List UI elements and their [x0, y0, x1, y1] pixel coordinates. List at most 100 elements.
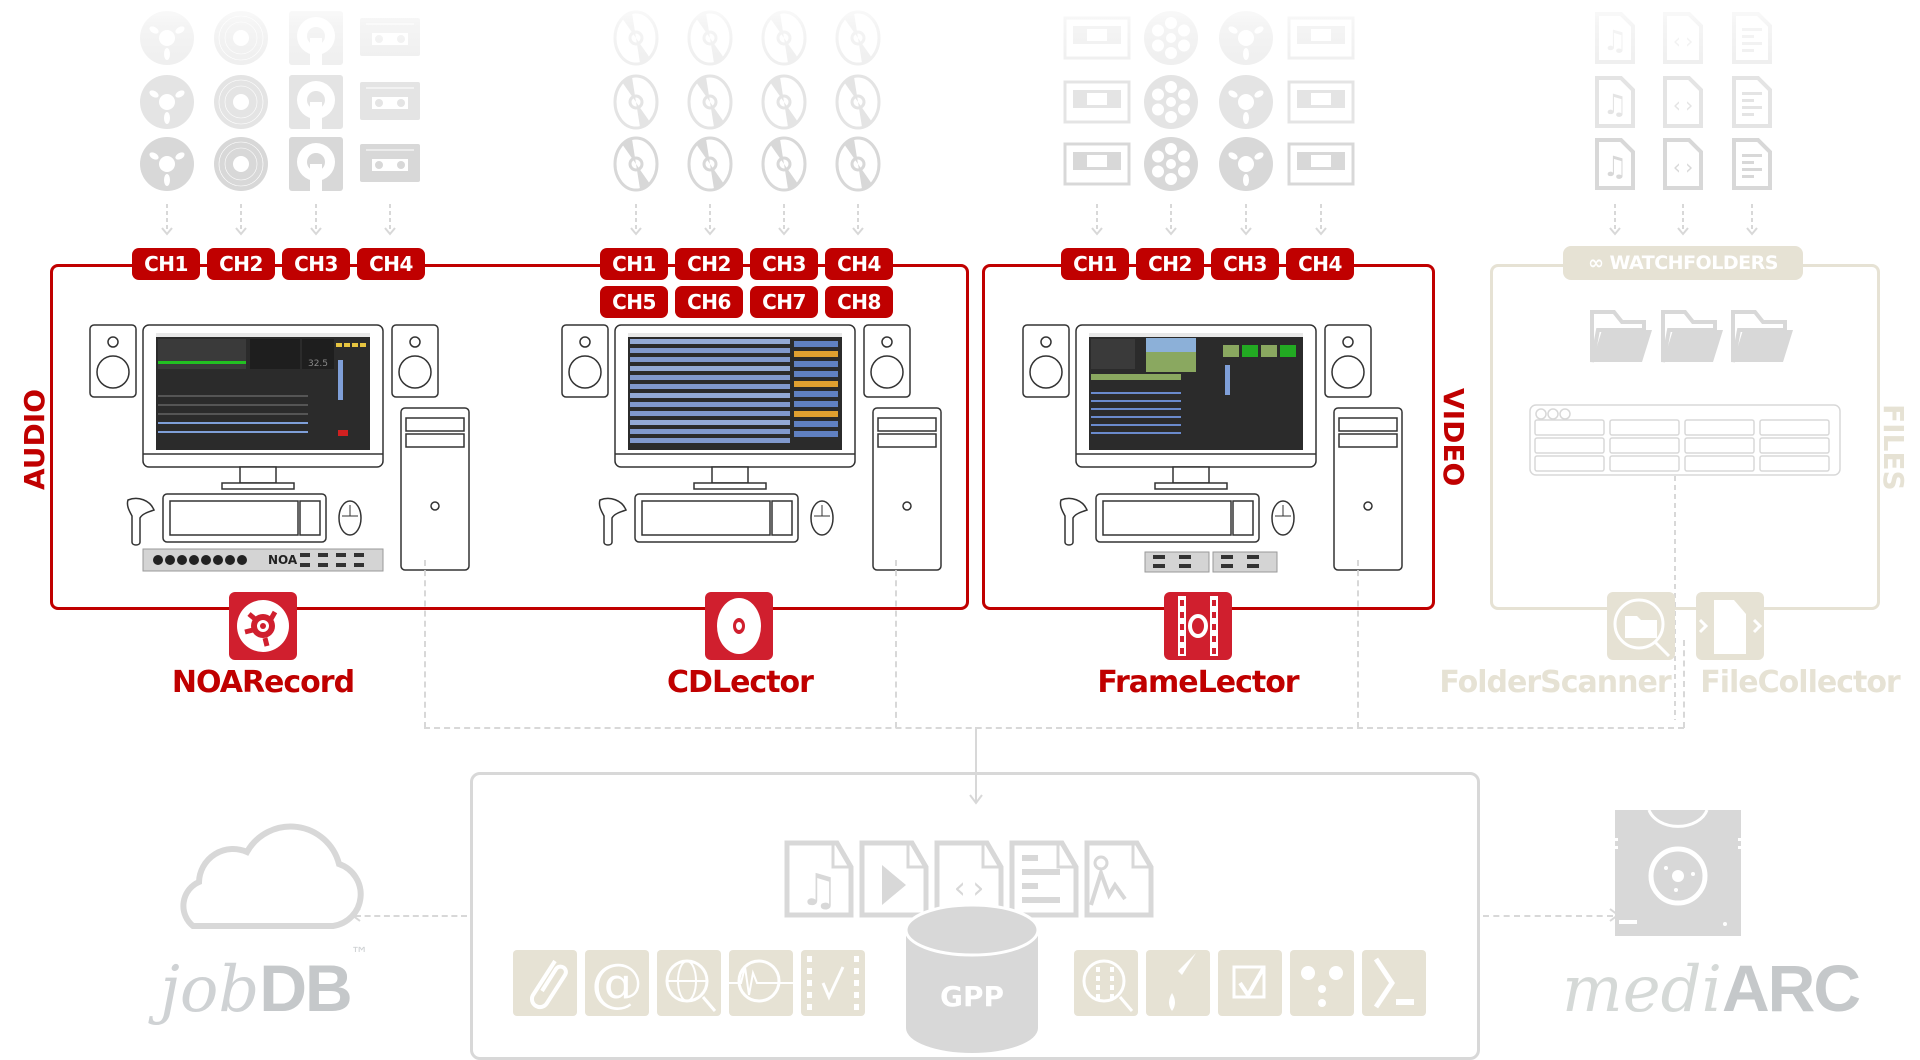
barcode-scanner-icon [598, 497, 627, 546]
channel-tag-ch5: CH5 [600, 286, 668, 318]
channel-tag-ch3: CH3 [750, 248, 818, 280]
channel-tag-ch7: CH7 [750, 286, 818, 318]
workflow-icon [1290, 950, 1354, 1016]
connector-files [1683, 640, 1685, 728]
framelector-name[interactable]: FrameLector [1097, 665, 1299, 700]
infinity-icon: ∞ [1588, 252, 1604, 274]
workstation [1022, 324, 1403, 573]
folder-icon [1661, 310, 1723, 363]
workstation [561, 324, 942, 571]
folder-icon [1590, 310, 1652, 363]
text-file-icon [1732, 76, 1772, 128]
watchfolders-label: WATCHFOLDERS [1609, 252, 1778, 274]
channel-tag-ch4: CH4 [825, 248, 893, 280]
video-search-icon [1074, 950, 1138, 1016]
code-file-icon: ‹› [934, 840, 1004, 918]
channel-tag-ch4: CH4 [1286, 248, 1354, 280]
checkbox-icon [1218, 950, 1282, 1016]
mouse-icon [810, 500, 834, 536]
filecollector-name[interactable]: FileCollector [1700, 665, 1900, 700]
svg-text:‹›: ‹› [951, 871, 987, 906]
channel-tag-ch6: CH6 [675, 286, 743, 318]
gpp-label: GPP [940, 980, 1004, 1013]
cloud-icon [180, 823, 364, 929]
svg-text:NOA: NOA [268, 553, 298, 567]
tape-cartridge-icon [1613, 809, 1743, 936]
dat-icon [289, 137, 343, 191]
cd-icon [835, 136, 881, 192]
vhs-icon [1063, 142, 1131, 186]
channel-tag-ch8: CH8 [825, 286, 893, 318]
noarecord-logo[interactable] [229, 592, 297, 660]
watchfolders-badge: ∞ WATCHFOLDERS [1563, 246, 1803, 280]
jobdb-wordmark[interactable]: jobDB™ [160, 944, 369, 1027]
attachment-icon [513, 950, 577, 1016]
app-screen [1089, 333, 1303, 450]
pc-tower-icon [1333, 407, 1403, 571]
cassette-icon [360, 144, 420, 182]
speaker-icon [561, 324, 609, 398]
video-file-icon [859, 840, 929, 918]
channel-tag-ch1: CH1 [132, 248, 200, 280]
email-icon: @ [585, 950, 649, 1016]
channel-tag-ch1: CH1 [1061, 248, 1129, 280]
framelector-logo[interactable] [1164, 592, 1232, 660]
mediarc-connector [1483, 915, 1613, 917]
reel-to-reel-icon [140, 75, 194, 129]
cd-icon [613, 74, 659, 130]
code-file-icon: ‹› [1663, 138, 1703, 190]
code-file-icon: ‹› [1663, 76, 1703, 128]
audio-file-icon: ♫ [1595, 138, 1635, 190]
vhs-icon [1287, 80, 1355, 124]
file-transfer-icon [1698, 600, 1763, 654]
cd-icon [761, 136, 807, 192]
reel-to-reel-icon [140, 137, 194, 191]
film-icon [1178, 596, 1218, 656]
cdlector-name[interactable]: CDLector [667, 665, 814, 700]
reel-to-reel-icon [1219, 75, 1273, 129]
audio-analysis-icon [729, 950, 793, 1016]
connector-noarecord [424, 560, 426, 728]
connector-cdlector [895, 560, 897, 728]
svg-text:♫: ♫ [1602, 88, 1627, 121]
folder-icons [1590, 310, 1793, 363]
svg-text:@: @ [591, 954, 643, 1014]
text-file-icon [1009, 840, 1079, 918]
channel-tag-ch2: CH2 [207, 248, 275, 280]
cd-icon [761, 74, 807, 130]
mouse-icon [338, 500, 362, 536]
speaker-icon [1022, 324, 1070, 398]
monitor-readout: 32.5 [308, 359, 328, 369]
folderscanner-name[interactable]: FolderScanner [1439, 665, 1671, 700]
text-file-icon [1732, 138, 1772, 190]
connector-framelector [1357, 560, 1359, 728]
mediarc-wordmark[interactable]: mediARC [1562, 951, 1861, 1027]
folderscanner-logo[interactable] [1607, 592, 1675, 660]
terminal-icon [1362, 950, 1426, 1016]
reel-icon [237, 600, 289, 652]
speaker-icon [1324, 324, 1372, 398]
keyboard-icon [162, 493, 327, 543]
keyboard-icon [1095, 493, 1260, 543]
vinyl-icon [214, 137, 268, 191]
folder-icon [1731, 310, 1793, 363]
channel-tag-ch3: CH3 [1211, 248, 1279, 280]
pc-tower-icon [872, 407, 942, 571]
cleanup-icon [1146, 950, 1210, 1016]
cdlector-logo[interactable] [705, 592, 773, 660]
cd-icon [717, 598, 761, 654]
filecollector-logo[interactable] [1696, 592, 1764, 660]
gpp-database-icon: GPP [904, 903, 1040, 1053]
channel-tag-ch3: CH3 [282, 248, 350, 280]
mouse-icon [1271, 500, 1295, 536]
arrow-left-icon [350, 908, 361, 922]
audio-file-icon: ♫ [784, 840, 854, 918]
svg-text:♫: ♫ [1602, 150, 1627, 183]
folder-search-icon [1613, 598, 1671, 658]
speaker-icon [391, 324, 439, 398]
noarecord-name[interactable]: NOARecord [171, 665, 355, 700]
